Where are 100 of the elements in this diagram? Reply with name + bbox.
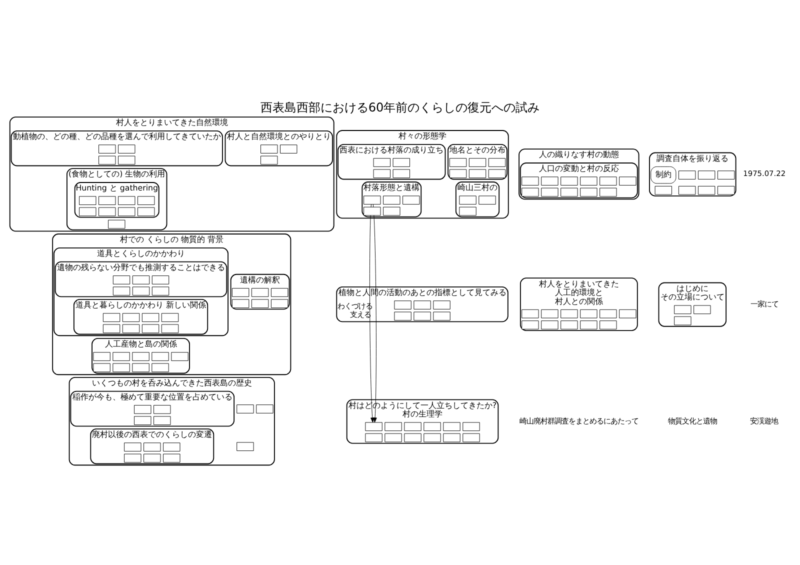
arrow	[369, 204, 374, 423]
node-box	[161, 324, 179, 334]
node-box	[93, 352, 110, 361]
node-box	[232, 299, 250, 308]
node-box	[232, 288, 250, 297]
node-box	[424, 433, 441, 442]
node-box	[654, 186, 672, 195]
arrow	[372, 204, 377, 423]
node-box	[256, 404, 274, 414]
node-box	[112, 352, 130, 361]
node-box	[138, 207, 155, 216]
node-box	[462, 433, 480, 442]
node-box	[541, 176, 558, 186]
node-box	[152, 286, 170, 296]
node-box	[384, 422, 402, 432]
node-box	[678, 186, 696, 195]
node-box	[132, 363, 150, 372]
node-box	[522, 176, 539, 186]
node-box	[392, 158, 410, 167]
node-box	[161, 313, 179, 322]
node-box	[383, 196, 400, 205]
node-box	[449, 158, 467, 167]
node-box	[404, 422, 422, 432]
node-box	[365, 433, 382, 442]
node-box	[124, 442, 142, 452]
node-box	[600, 188, 617, 197]
node-box	[560, 176, 578, 186]
node-box	[152, 276, 170, 284]
node-box	[433, 312, 450, 321]
node-box	[251, 299, 269, 308]
node-box	[541, 309, 558, 318]
node-box	[373, 169, 390, 178]
node-box	[260, 144, 278, 154]
node-box	[154, 416, 171, 425]
node-box	[112, 276, 130, 284]
node-box	[112, 286, 130, 296]
node-box	[118, 144, 136, 154]
node-box	[124, 454, 142, 463]
node-box	[144, 454, 161, 463]
node-box	[171, 352, 188, 361]
node-box	[163, 442, 180, 452]
node-box	[468, 169, 486, 178]
node-box	[459, 196, 476, 205]
node-box	[118, 196, 136, 205]
node-box	[152, 363, 169, 372]
node-box	[674, 305, 692, 314]
node-box	[93, 363, 110, 372]
node-box	[364, 206, 381, 216]
node-box	[443, 433, 460, 442]
node-box	[364, 196, 381, 205]
node-box	[280, 144, 298, 154]
node-box	[443, 422, 460, 432]
node-box	[122, 313, 140, 322]
node-box	[118, 156, 136, 165]
node-box	[600, 320, 617, 330]
node-box	[122, 324, 140, 334]
node-box	[138, 196, 155, 205]
node-box	[134, 405, 152, 414]
node-box	[698, 170, 716, 180]
node-box	[433, 300, 450, 310]
node-box	[600, 176, 617, 186]
node-box	[79, 207, 96, 216]
node-box	[142, 324, 160, 334]
node-box	[134, 416, 152, 425]
node-box	[132, 352, 150, 361]
node-box	[132, 286, 150, 296]
node-box	[108, 220, 126, 229]
node-box	[414, 300, 431, 310]
node-box	[619, 176, 636, 186]
node-box	[522, 320, 539, 330]
node-box	[152, 352, 169, 361]
node-box	[404, 433, 422, 442]
diagram-title: 西表島西部における60年前のくらしの復元への試み	[260, 100, 540, 114]
node-box	[98, 196, 116, 205]
node-box	[260, 156, 278, 165]
node-box	[236, 442, 254, 451]
node-box	[488, 158, 506, 167]
node-box	[163, 454, 180, 463]
node-box	[383, 206, 400, 216]
node-box	[102, 324, 120, 334]
node-box	[541, 320, 558, 330]
node-box	[236, 404, 254, 414]
node-box	[424, 422, 441, 432]
node-box	[619, 309, 636, 318]
node-box	[580, 309, 598, 318]
node-box	[600, 309, 617, 318]
node-box	[251, 288, 269, 297]
node-box	[580, 320, 598, 330]
node-box	[79, 196, 96, 205]
node-box	[560, 320, 578, 330]
node-box	[154, 405, 171, 414]
node-box	[580, 176, 598, 186]
node-box	[98, 207, 116, 216]
node-box	[118, 207, 136, 216]
node-box	[478, 196, 496, 205]
node-box	[522, 309, 539, 318]
node-box	[560, 188, 578, 197]
node-box	[142, 313, 160, 322]
node-box	[678, 170, 696, 180]
node-box	[674, 316, 692, 326]
